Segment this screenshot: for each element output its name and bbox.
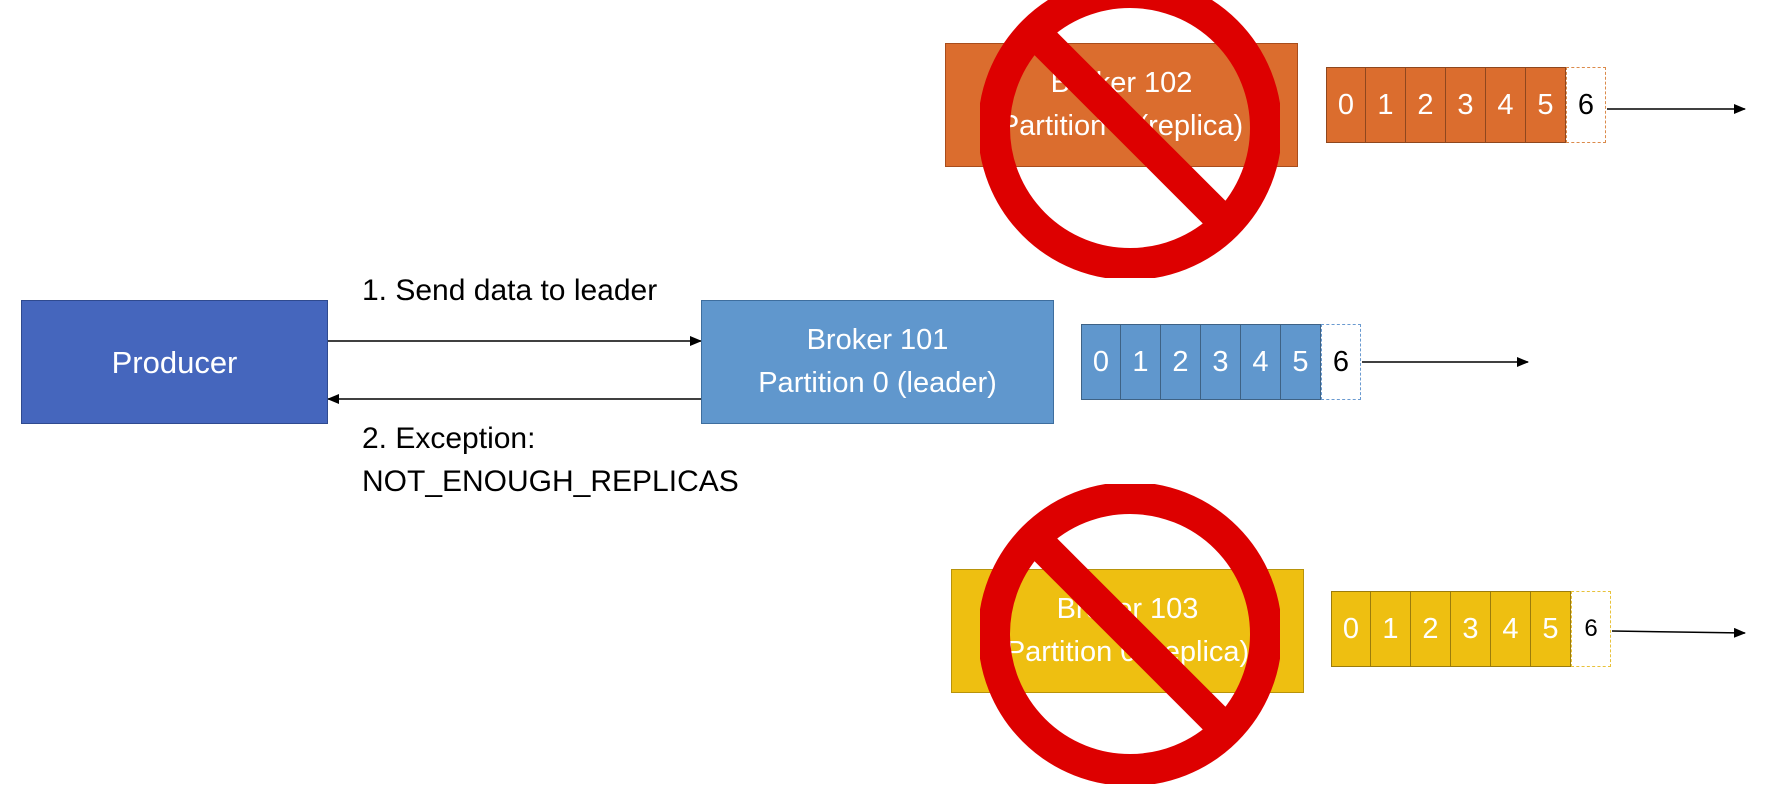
log-offset: 2 bbox=[1161, 324, 1201, 400]
log-offset: 3 bbox=[1446, 67, 1486, 143]
log-offset: 2 bbox=[1411, 591, 1451, 667]
log-offset: 0 bbox=[1326, 67, 1366, 143]
send-data-label: 1. Send data to leader bbox=[362, 274, 658, 307]
log-offset: 5 bbox=[1531, 591, 1571, 667]
log-offset: 4 bbox=[1491, 591, 1531, 667]
broker-101-role: Partition 0 (leader) bbox=[758, 367, 997, 399]
log-offset: 1 bbox=[1121, 324, 1161, 400]
exception-title: 2. Exception: bbox=[362, 422, 536, 455]
broker-101-title: Broker 101 bbox=[806, 324, 949, 356]
log-offset: 3 bbox=[1201, 324, 1241, 400]
prohibited-icon bbox=[980, 484, 1280, 784]
producer-label: Producer bbox=[111, 344, 238, 380]
log-offset: 0 bbox=[1331, 591, 1371, 667]
log-new-offset: 6 bbox=[1571, 591, 1611, 667]
log-offset: 5 bbox=[1526, 67, 1566, 143]
log-new-offset: 6 bbox=[1321, 324, 1361, 400]
broker103-log-arrow bbox=[1611, 627, 1746, 638]
exception-label: 2. Exception: NOT_ENOUGH_REPLICAS bbox=[362, 417, 739, 503]
log-offset: 1 bbox=[1366, 67, 1406, 143]
broker-103-log: 0 1 2 3 4 5 6 bbox=[1331, 591, 1611, 667]
log-offset: 0 bbox=[1081, 324, 1121, 400]
log-offset: 2 bbox=[1406, 67, 1446, 143]
producer-box: Producer bbox=[21, 300, 328, 424]
log-offset: 4 bbox=[1241, 324, 1281, 400]
broker-101-log: 0 1 2 3 4 5 6 bbox=[1081, 324, 1361, 400]
prohibited-icon bbox=[980, 0, 1280, 278]
log-offset: 5 bbox=[1281, 324, 1321, 400]
exception-code: NOT_ENOUGH_REPLICAS bbox=[362, 465, 739, 498]
log-offset: 1 bbox=[1371, 591, 1411, 667]
broker-101-box: Broker 101 Partition 0 (leader) bbox=[701, 300, 1054, 424]
broker-102-log: 0 1 2 3 4 5 6 bbox=[1326, 67, 1606, 143]
log-offset: 3 bbox=[1451, 591, 1491, 667]
log-new-offset: 6 bbox=[1566, 67, 1606, 143]
log-offset: 4 bbox=[1486, 67, 1526, 143]
